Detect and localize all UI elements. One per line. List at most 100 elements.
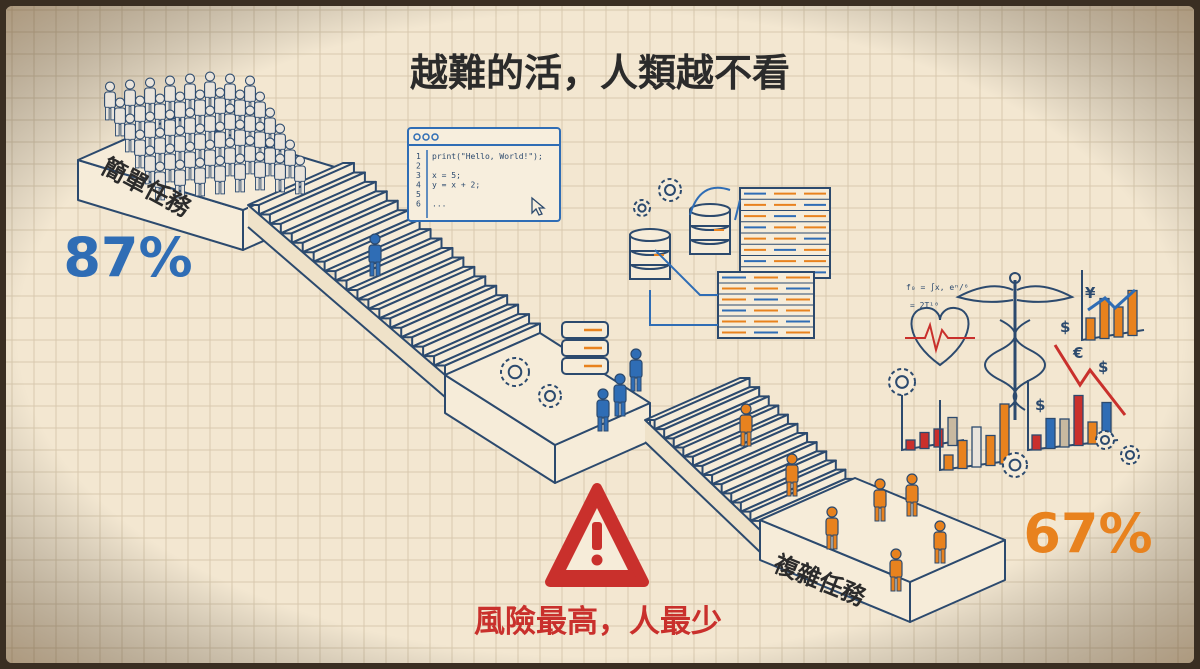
leg: [120, 122, 125, 137]
torso: [254, 161, 266, 179]
crowd-person: [124, 113, 136, 153]
crowd-person: [174, 125, 186, 165]
crowd-person: [164, 143, 176, 183]
head: [184, 73, 196, 84]
orange-worker: [933, 520, 947, 564]
head: [104, 81, 116, 92]
head: [114, 97, 126, 108]
complex-task-percent: 67%: [1023, 502, 1152, 565]
torso: [204, 115, 216, 133]
torso: [294, 165, 306, 183]
leg: [210, 164, 215, 179]
head: [194, 89, 206, 100]
mid-chart-bar: [957, 439, 968, 470]
crowd-person: [214, 87, 226, 127]
head: [224, 73, 236, 84]
gear-icon-hub: [1124, 449, 1136, 461]
crowd-person: [164, 75, 176, 115]
gear-icon-hub: [664, 184, 676, 196]
gear-icon: [1095, 430, 1115, 450]
torso: [244, 145, 256, 163]
torso: [785, 464, 799, 484]
blue-worker: [596, 388, 610, 432]
head: [294, 155, 306, 166]
crowd-person: [294, 155, 306, 195]
leg: [295, 180, 300, 195]
head: [254, 121, 266, 132]
head: [134, 129, 146, 140]
torso: [184, 83, 196, 101]
leg: [874, 506, 880, 522]
torso: [234, 129, 246, 147]
head: [184, 141, 196, 152]
growth-chart-bar: [1099, 297, 1110, 340]
torso: [124, 89, 136, 107]
growth-chart-bar: [1127, 289, 1138, 337]
mid-chart-bar: [971, 426, 982, 468]
torso: [264, 147, 276, 165]
torso: [234, 163, 246, 181]
leg: [215, 180, 220, 195]
leg: [603, 416, 609, 432]
leg: [275, 178, 280, 193]
head: [204, 71, 216, 82]
gear-icon: [633, 199, 651, 217]
complex-domain-icons: f₀ = ∫x, eⁿ/⁶= 2T¹⁰¥$€$$: [888, 270, 1145, 478]
torso: [234, 99, 246, 117]
crowd-person: [154, 161, 166, 201]
page-title: 越難的活，人類越不看: [410, 51, 790, 95]
head: [174, 159, 186, 170]
torso: [274, 133, 286, 151]
head: [630, 348, 642, 360]
head: [214, 155, 226, 166]
torso: [613, 384, 627, 404]
torso: [244, 115, 256, 133]
code-line: print("Hello, World!");: [432, 152, 543, 161]
leg: [255, 176, 260, 191]
wings-icon: [955, 285, 1075, 303]
torso: [224, 83, 236, 101]
finance-chart-bar: [1031, 434, 1042, 451]
crowd-person: [224, 103, 236, 143]
database-diagram: [629, 178, 831, 339]
leg: [896, 576, 902, 592]
leg: [225, 162, 230, 177]
small-chart-bar: [933, 428, 944, 448]
torso: [244, 85, 256, 103]
leg: [636, 376, 642, 392]
head: [234, 119, 246, 130]
crowd-person: [134, 129, 146, 169]
worker-figures: [368, 233, 947, 592]
leg: [240, 178, 245, 193]
torso: [144, 155, 156, 173]
leg: [135, 154, 140, 169]
head: [906, 473, 918, 485]
leg: [285, 164, 290, 179]
head: [890, 548, 902, 560]
leg: [195, 182, 200, 197]
torso: [124, 123, 136, 141]
torso: [284, 149, 296, 167]
leg: [890, 576, 896, 592]
leg: [140, 154, 145, 169]
head: [154, 161, 166, 172]
head: [204, 139, 216, 150]
server-icon: [561, 321, 609, 375]
crowd-person: [204, 71, 216, 111]
head: [174, 91, 186, 102]
head: [740, 403, 752, 415]
finance-chart-bar: [1073, 394, 1084, 447]
code-line-number: 3: [416, 171, 421, 180]
crowd-person: [214, 155, 226, 195]
gear-icon: [538, 384, 562, 408]
leg: [145, 170, 150, 185]
database-icon-top: [629, 228, 671, 242]
torso: [184, 117, 196, 135]
head: [369, 233, 381, 245]
torso: [214, 97, 226, 115]
torso: [224, 147, 236, 165]
head: [284, 139, 296, 150]
crowd-person: [274, 153, 286, 193]
torso: [174, 169, 186, 187]
